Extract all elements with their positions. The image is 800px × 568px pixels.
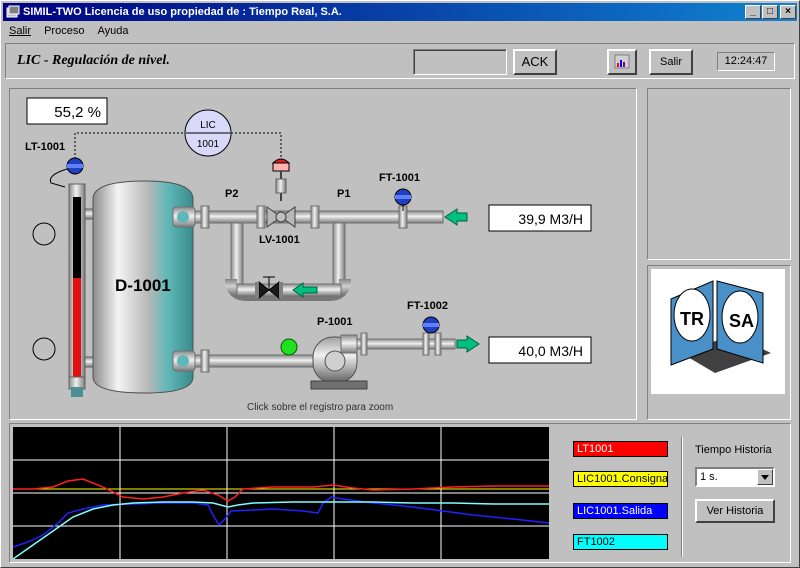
ft1-value: 39,9 M3/H xyxy=(518,211,583,227)
p1-label: P1 xyxy=(337,188,350,200)
history-label: Tiempo Historia xyxy=(695,444,772,456)
trend-series-flow xyxy=(13,501,549,559)
menu-proceso[interactable]: Proceso xyxy=(44,25,85,37)
salir-button[interactable]: Salir xyxy=(649,49,693,75)
tank-tag: D-1001 xyxy=(115,276,171,295)
legend-lt1001[interactable]: LT1001 xyxy=(573,441,668,457)
ft1-tag: FT-1001 xyxy=(379,172,420,184)
tr-sa-logo: TR SA xyxy=(661,279,771,379)
logo-panel xyxy=(647,265,791,420)
p2-label: P2 xyxy=(225,188,238,200)
trend-panel xyxy=(9,423,791,563)
app-icon xyxy=(6,5,20,18)
title-bar: SIMIL-TWO Licencia de uso propiedad de :… xyxy=(3,3,797,21)
vertical-divider xyxy=(681,437,683,557)
indicator-light-1 xyxy=(32,222,56,246)
level-value: 55,2 % xyxy=(54,104,101,121)
menu-salir[interactable]: Salir xyxy=(9,25,32,37)
logo-text-right: SA xyxy=(729,311,754,331)
menu-bar: Salir Proceso Ayuda xyxy=(3,22,797,40)
logo-area: TR SA xyxy=(651,269,785,394)
process-panel xyxy=(9,88,637,420)
info-panel xyxy=(647,88,791,260)
toolbar xyxy=(5,43,795,79)
chart-icon xyxy=(614,54,630,69)
level-gauge-fill xyxy=(73,278,81,377)
menu-ayuda[interactable]: Ayuda xyxy=(97,25,129,37)
trend-series-level xyxy=(13,478,549,502)
ft2-tag: FT-1002 xyxy=(407,300,448,312)
view-history-button[interactable]: Ver Historia xyxy=(695,499,775,523)
dropdown-button[interactable] xyxy=(757,469,773,485)
trend-series-output xyxy=(13,496,549,548)
ack-button[interactable]: ACK xyxy=(513,49,557,75)
level-gauge-empty xyxy=(73,197,81,278)
maximize-button[interactable]: □ xyxy=(762,5,778,19)
pump-status-light xyxy=(280,338,298,356)
clock-display: 12:24:47 xyxy=(717,52,775,71)
trend-chart[interactable] xyxy=(13,427,549,559)
inlet-flow-arrow xyxy=(444,208,468,226)
chevron-down-icon xyxy=(761,475,769,480)
lv-tag: LV-1001 xyxy=(259,234,300,246)
legend-lic1001-consigna[interactable]: LIC1001.Consigna xyxy=(573,471,668,487)
history-select[interactable]: 1 s. xyxy=(695,467,775,487)
lic-tag-line1: LIC xyxy=(200,120,216,131)
ft2-value: 40,0 M3/H xyxy=(518,343,583,359)
alarm-display xyxy=(413,49,507,75)
window-title: SIMIL-TWO Licencia de uso propiedad de :… xyxy=(23,6,342,18)
tank-d1001[interactable] xyxy=(92,180,194,394)
history-select-value: 1 s. xyxy=(700,471,718,483)
close-button[interactable]: × xyxy=(780,5,796,19)
lic-tag-line2: 1001 xyxy=(197,139,220,150)
page-title: LIC - Regulación de nivel. xyxy=(17,53,170,68)
legend-ft1002[interactable]: FT1002 xyxy=(573,534,668,550)
process-diagram[interactable]: 55,2 % LIC 1001 LT-1001 D-1001 xyxy=(11,89,635,419)
control-valve-actuator[interactable] xyxy=(272,162,290,172)
chart-button[interactable] xyxy=(607,49,637,75)
bypass-flow-arrow xyxy=(292,282,318,298)
lt-tag: LT-1001 xyxy=(25,141,65,153)
legend-lic1001-salida[interactable]: LIC1001.Salida xyxy=(573,503,668,519)
zoom-hint: Click sobre el registro para zoom xyxy=(247,402,393,413)
logo-text-left: TR xyxy=(680,309,704,329)
outlet-flow-arrow xyxy=(456,335,480,353)
indicator-light-2 xyxy=(32,337,56,361)
minimize-button[interactable]: _ xyxy=(745,5,761,19)
pump-tag: P-1001 xyxy=(317,316,352,328)
